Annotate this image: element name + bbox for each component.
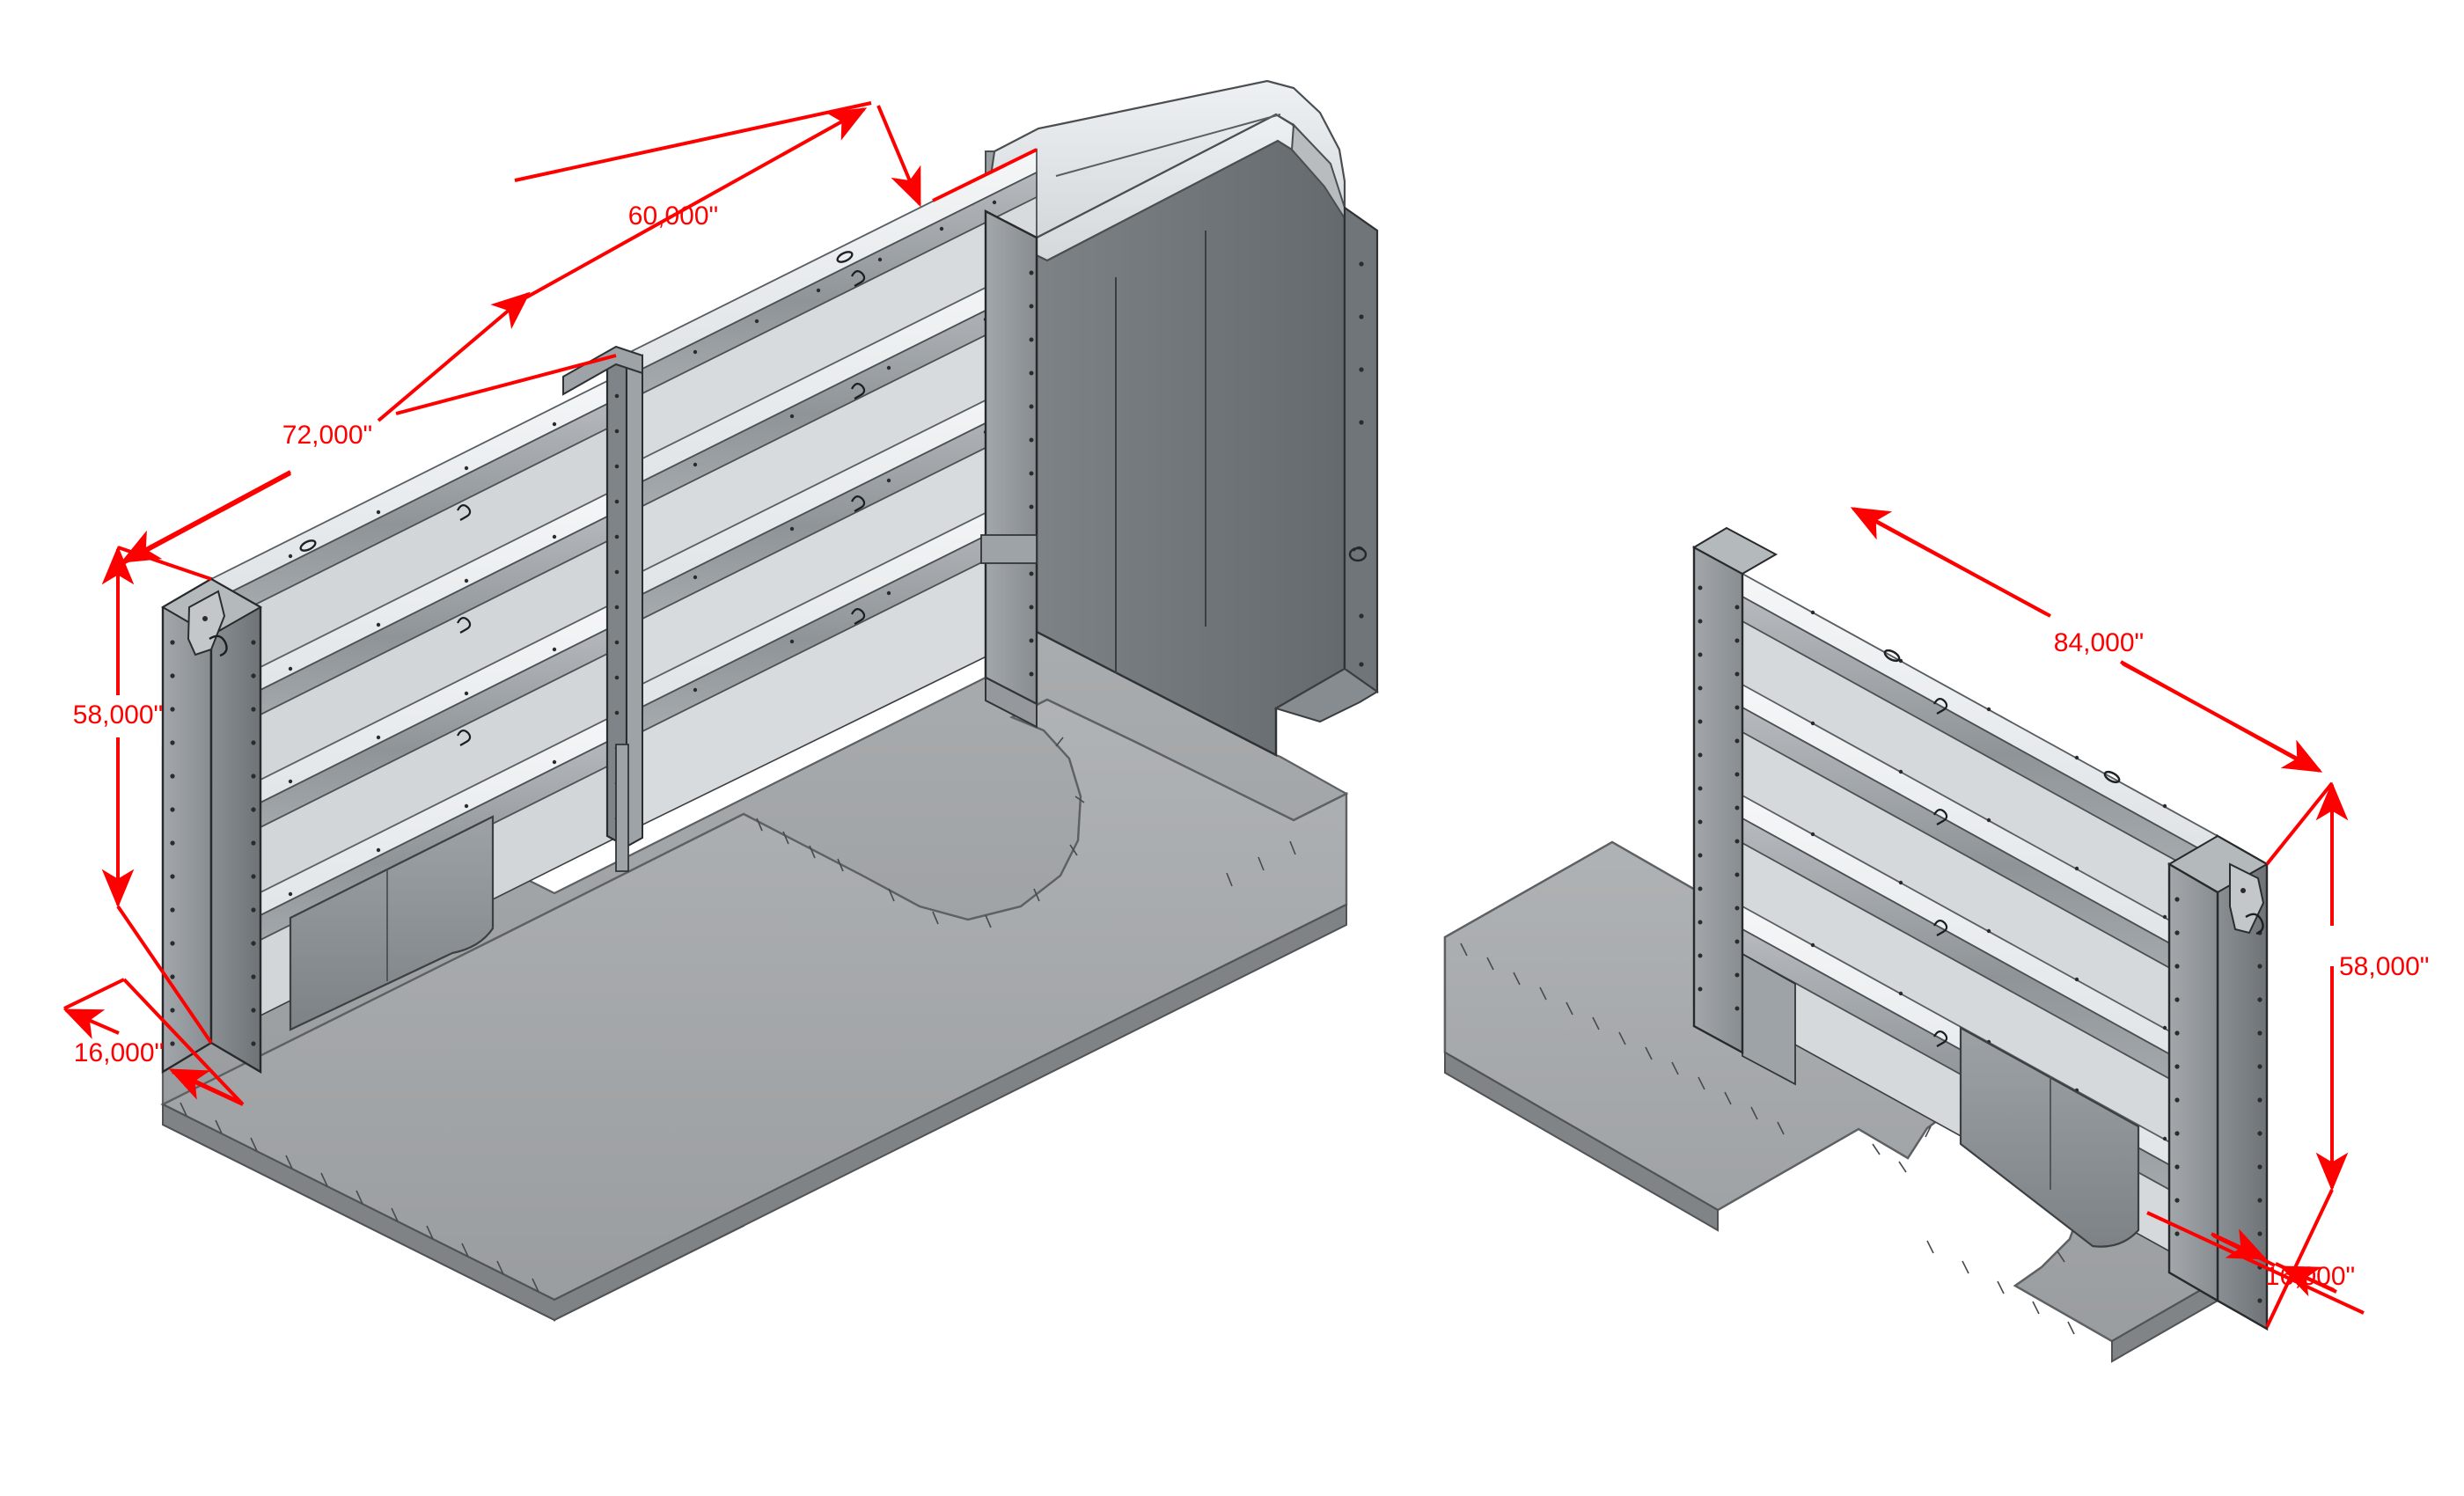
dim-60-ext-left — [514, 101, 872, 182]
dim-60-line-a — [525, 107, 868, 299]
dim-16l-ext-a — [63, 978, 125, 1010]
floor-plate-body — [160, 698, 1348, 1302]
end-panel-far-face — [984, 209, 1038, 706]
wheel-well-tray-right — [1959, 1026, 2140, 1248]
dimension-label-16-right: 16,000" — [2265, 1262, 2355, 1291]
bracket-hook-icon — [209, 634, 228, 657]
wheel-well-tray-left — [289, 815, 495, 1031]
shelf-slot-detail — [299, 539, 317, 552]
end-panel-top-cap — [1691, 526, 1778, 576]
dim-16r-line-b — [2279, 1265, 2335, 1297]
shelf-hook-icon — [1933, 698, 1948, 1047]
dimension-label-58-right: 58,000" — [2339, 952, 2429, 981]
end-panel-front-face — [209, 576, 262, 1074]
end-panel-perforations — [1698, 585, 1740, 1011]
bulkhead-cap-crease — [1055, 114, 1281, 177]
center-divider-post — [562, 345, 643, 848]
wheel-well-tray-body — [1959, 1026, 2140, 1248]
end-panel-mount-bracket — [187, 590, 228, 657]
end-panel-near-left-view — [161, 576, 263, 1074]
dimension-60 — [514, 101, 1038, 299]
end-panel-near-right-view — [2167, 833, 2270, 1331]
bulkhead-post-holes — [1359, 261, 1364, 667]
dimension-label-58-left: 58,000" — [73, 700, 163, 730]
floor-plate-thickness — [162, 903, 1347, 1322]
end-panel-mount-bracket — [2229, 862, 2265, 935]
dim-16r-line-a — [2211, 1228, 2268, 1260]
shelf-slot-detail — [836, 251, 854, 263]
dim-72-line-a — [120, 470, 291, 563]
dimension-labels: 60,000" 72,000" 58,000" 16,000" 84,000" … — [73, 202, 2430, 1291]
shelf-slot-detail — [1883, 649, 2121, 784]
dim-16l-line-b — [168, 1068, 240, 1104]
floor-edge-hatch-right — [1460, 942, 2075, 1335]
end-panel-outer-face — [161, 576, 213, 1074]
partition-bulkhead — [984, 79, 1379, 757]
dimension-label-72: 72,000" — [282, 421, 372, 450]
support-leg — [980, 534, 1038, 564]
end-panel-far-foot — [985, 676, 1038, 729]
dimension-label-84: 84,000" — [2054, 628, 2144, 657]
dimension-16-right — [2146, 1211, 2365, 1315]
dim-72-ext-right — [395, 354, 617, 415]
dim-84-line-b — [2122, 662, 2323, 773]
dimension-72 — [120, 291, 617, 565]
end-panel-perforations — [170, 640, 256, 1046]
shelving-bay-front-left-view — [210, 375, 617, 1042]
dim-72-line-b — [377, 291, 531, 422]
end-panel-far-right-view — [1691, 526, 1778, 1055]
bulkhead-latch-icon — [1348, 546, 1368, 562]
end-panel-far-left-view — [984, 209, 1038, 729]
dim-84-line-a — [1850, 507, 2048, 616]
dimension-label-16-left: 16,000" — [74, 1038, 164, 1067]
shelving-bay-rear-left-view — [615, 148, 1038, 840]
support-leg — [615, 744, 629, 872]
bulkhead-right-post — [1343, 205, 1379, 694]
dimension-16-left — [62, 978, 245, 1106]
dimension-annotations — [62, 101, 2365, 1328]
right-view-assembly — [1443, 526, 2270, 1363]
bracket-hook-icon — [2245, 913, 2264, 935]
end-panel-outer-face — [2167, 862, 2219, 1303]
shelving-unit-right-view — [1691, 526, 2270, 1331]
divider-top-bracket — [562, 345, 643, 396]
dimension-84 — [1850, 507, 2323, 773]
bulkhead-cap-top-face — [984, 79, 1346, 239]
dimension-label-60: 60,000" — [628, 202, 718, 231]
bay-rear-shelves — [615, 148, 1038, 746]
dim-58l-ext-bottom — [116, 905, 213, 1045]
dim-16r-reference — [2146, 1211, 2365, 1315]
end-panel-perforations — [2174, 897, 2262, 1303]
floor-edge-hatch — [180, 840, 1296, 1293]
bay-front-shelves — [210, 375, 617, 966]
dimension-58-right — [2265, 781, 2349, 1328]
left-view-assembly — [160, 79, 1379, 1322]
floor-plate-edge-thickness-a — [1444, 1051, 1719, 1232]
dim-60-ext-right — [932, 148, 1038, 202]
dim-16l-line-a — [62, 1008, 120, 1039]
dim-58r-ext-bottom — [2265, 1189, 2334, 1328]
wheel-well-tray-body — [289, 815, 495, 1031]
dim-60-line-b — [876, 105, 921, 208]
dim-16l-reference — [122, 978, 245, 1106]
bulkhead-bottom-flange — [1273, 667, 1379, 723]
rear-bay-support-legs — [615, 534, 1038, 872]
shelf-rivets — [288, 422, 557, 897]
shelf-hook-icon — [851, 270, 866, 625]
dimension-58-left — [101, 546, 213, 1045]
